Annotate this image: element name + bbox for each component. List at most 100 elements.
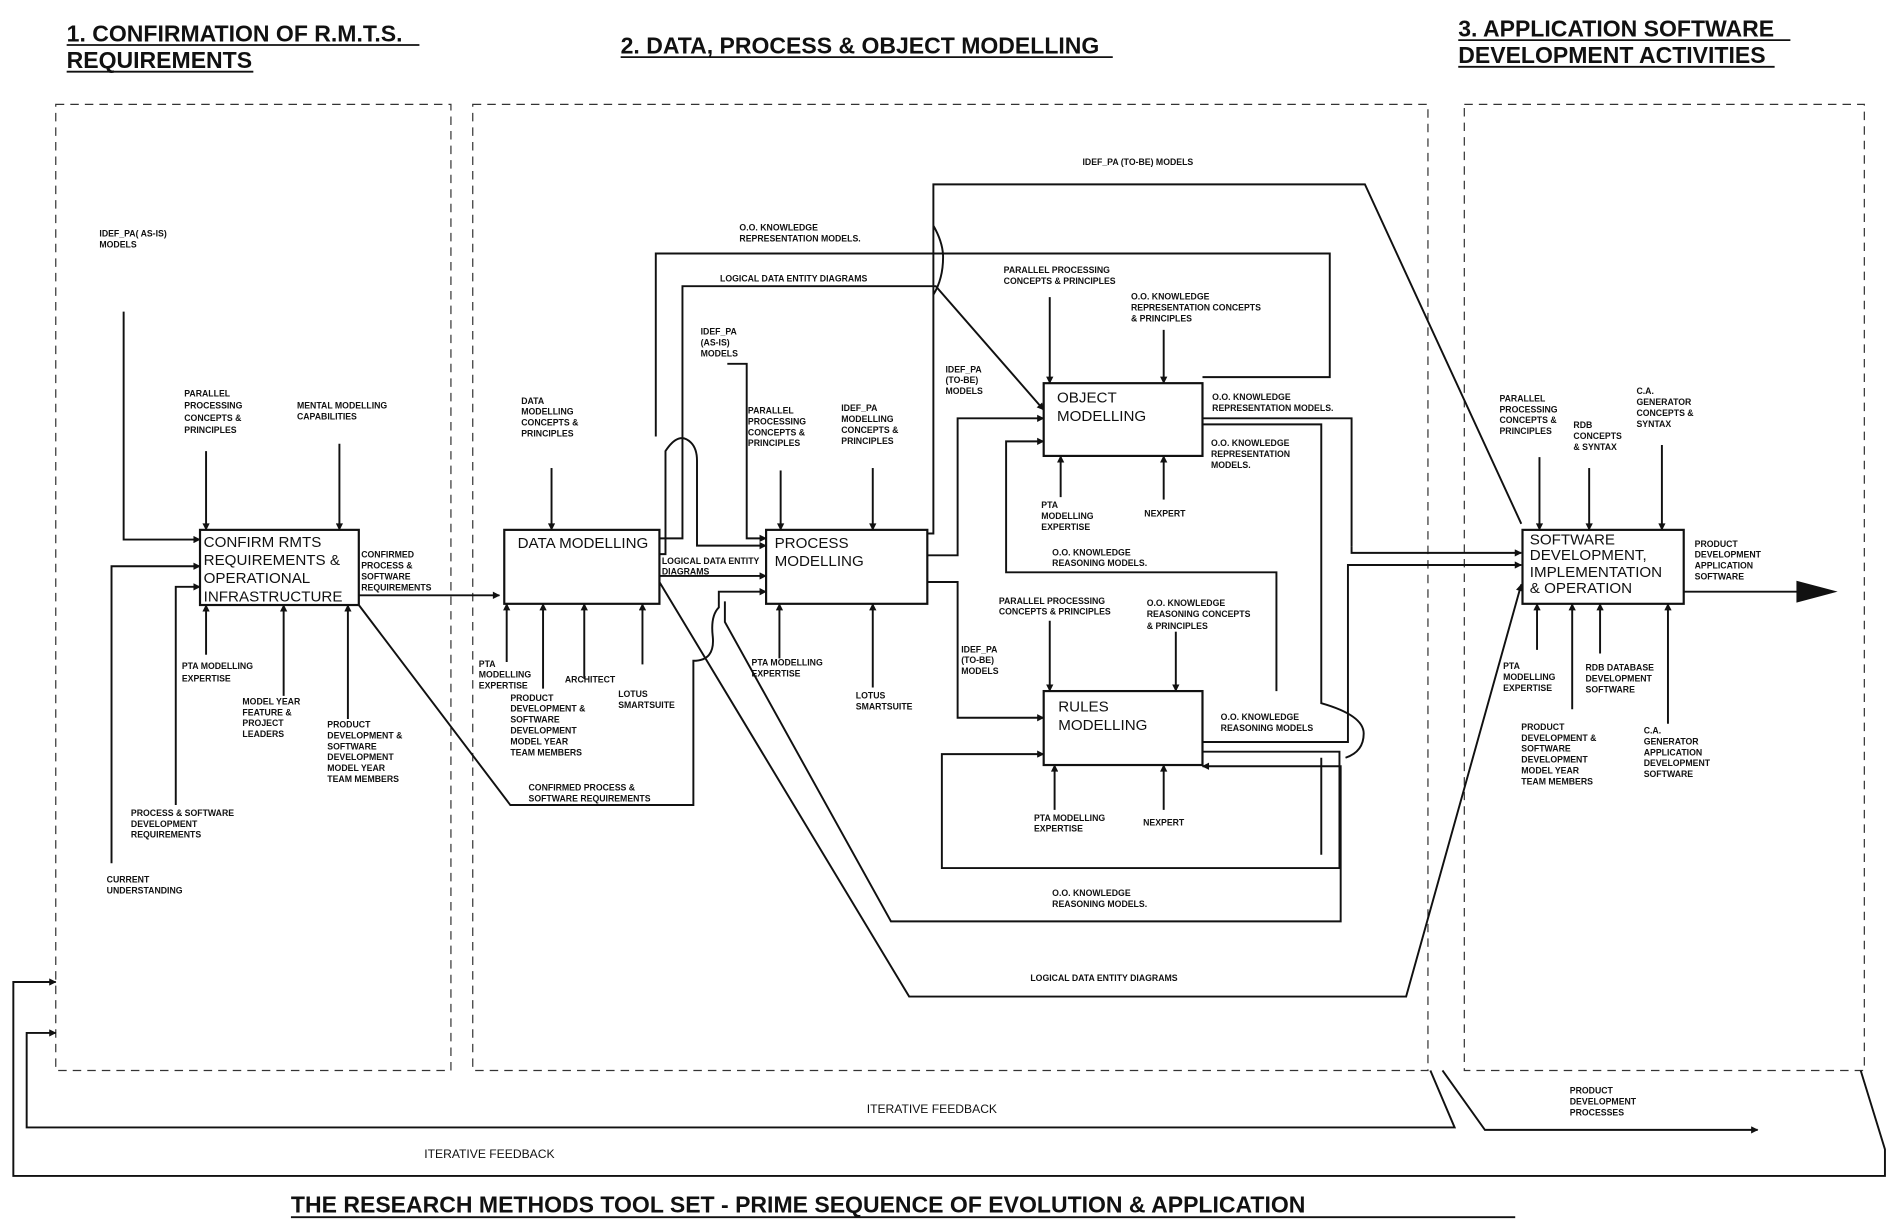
box-object-modelling-title: OBJECT MODELLING	[1057, 390, 1146, 425]
label-idef-asis-1: IDEF_PA( AS-IS)MODELS	[99, 229, 166, 250]
svg-text:SMARTSUITE: SMARTSUITE	[618, 700, 675, 710]
svg-text:CURRENT: CURRENT	[107, 875, 150, 885]
svg-text:GENERATOR: GENERATOR	[1636, 397, 1692, 407]
svg-text:LOTUS: LOTUS	[618, 689, 648, 699]
svg-text:FEATURE &: FEATURE &	[242, 707, 292, 717]
svg-text:CONCEPTS & PRINCIPLES: CONCEPTS & PRINCIPLES	[999, 607, 1111, 617]
svg-text:EXPERTISE: EXPERTISE	[1503, 683, 1552, 693]
svg-text:(TO-BE): (TO-BE)	[961, 655, 994, 665]
svg-text:THE RESEARCH METHODS TOOL SET: THE RESEARCH METHODS TOOL SET - PRIME SE…	[291, 1191, 1305, 1217]
svg-text:PROCESS: PROCESS	[775, 535, 849, 552]
svg-text:RDB DATABASE: RDB DATABASE	[1586, 662, 1655, 672]
section-1-heading: 1. CONFIRMATION OF R.M.T.S. REQUIREMENTS	[67, 20, 420, 73]
box-data-modelling-title: DATA MODELLING	[518, 535, 649, 552]
svg-text:REASONING MODELS.: REASONING MODELS.	[1052, 899, 1147, 909]
svg-text:SOFTWARE: SOFTWARE	[1644, 769, 1694, 779]
label-idef-tobe-top: IDEF_PA (TO-BE) MODELS	[1082, 157, 1193, 167]
arrow-oo-reason-loop	[723, 601, 1342, 923]
svg-text:OBJECT: OBJECT	[1057, 390, 1117, 407]
svg-text:REPRESENTATION MODELS.: REPRESENTATION MODELS.	[739, 233, 860, 243]
svg-text:C.A.: C.A.	[1636, 386, 1653, 396]
svg-text:GENERATOR: GENERATOR	[1644, 736, 1700, 746]
svg-text:NEXPERT: NEXPERT	[1143, 818, 1185, 828]
svg-text:DIAGRAMS: DIAGRAMS	[662, 567, 710, 577]
svg-text:DEVELOPMENT &: DEVELOPMENT &	[510, 704, 586, 714]
svg-text:SMARTSUITE: SMARTSUITE	[856, 701, 913, 711]
svg-text:MODELS: MODELS	[946, 386, 983, 396]
svg-text:EXPERTISE: EXPERTISE	[479, 681, 528, 691]
svg-text:UNDERSTANDING: UNDERSTANDING	[107, 886, 183, 896]
box-data-modelling[interactable]	[503, 528, 661, 605]
svg-text:MODELLING: MODELLING	[1058, 717, 1147, 734]
svg-text:PRODUCT: PRODUCT	[327, 719, 371, 729]
svg-text:DEVELOPMENT: DEVELOPMENT	[327, 752, 394, 762]
svg-text:IDEF_PA: IDEF_PA	[961, 644, 998, 654]
svg-text:DEVELOPMENT ACTIVITIES: DEVELOPMENT ACTIVITIES	[1458, 42, 1765, 68]
svg-text:MODELLING: MODELLING	[841, 414, 894, 424]
arrow-oo-rep-to-sw	[1350, 546, 1523, 557]
svg-text:SOFTWARE REQUIREMENTS: SOFTWARE REQUIREMENTS	[529, 793, 651, 803]
svg-text:OPERATIONAL: OPERATIONAL	[204, 570, 311, 587]
svg-text:PARALLEL: PARALLEL	[1499, 393, 1546, 403]
svg-text:MODELLING: MODELLING	[1041, 511, 1094, 521]
box-confirm-rmts[interactable]	[198, 528, 360, 607]
label-nexpert-1: NEXPERT	[1144, 509, 1186, 519]
svg-text:PRODUCT: PRODUCT	[1521, 722, 1565, 732]
svg-text:SOFTWARE: SOFTWARE	[1530, 531, 1615, 548]
box-rules-modelling[interactable]	[1042, 689, 1204, 767]
label-idef-tobe-1: IDEF_PA(TO-BE)MODELS	[946, 364, 983, 396]
svg-text:CAPABILITIES: CAPABILITIES	[297, 412, 357, 422]
box-confirm-rmts-title: CONFIRM RMTS REQUIREMENTS & OPERATIONAL …	[204, 534, 343, 606]
svg-text:CONCEPTS: CONCEPTS	[1573, 431, 1622, 441]
svg-text:DEVELOPMENT &: DEVELOPMENT &	[327, 730, 403, 740]
svg-text:& PRINCIPLES: & PRINCIPLES	[1131, 313, 1192, 323]
svg-text:MODEL YEAR: MODEL YEAR	[510, 736, 569, 746]
label-confirmed-loop: CONFIRMED PROCESS &SOFTWARE REQUIREMENTS	[529, 782, 651, 803]
svg-text:PTA: PTA	[1041, 500, 1058, 510]
svg-text:1. CONFIRMATION OF R.M.T.S.: 1. CONFIRMATION OF R.M.T.S.	[67, 20, 403, 46]
arrow-iterative-feedback-2	[12, 978, 1886, 1177]
svg-text:MODEL YEAR: MODEL YEAR	[327, 763, 386, 773]
box-process-modelling[interactable]	[765, 528, 929, 605]
svg-text:DEVELOPMENT: DEVELOPMENT	[1644, 758, 1711, 768]
svg-text:LOGICAL DATA ENTITY DIAGRAMS: LOGICAL DATA ENTITY DIAGRAMS	[720, 273, 867, 283]
svg-text:ARCHITECT: ARCHITECT	[565, 675, 616, 685]
svg-text:MODELS: MODELS	[99, 239, 136, 249]
arrow-lde-to-process	[659, 437, 767, 556]
svg-text:PTA MODELLING: PTA MODELLING	[182, 661, 253, 671]
svg-text:LOGICAL DATA ENTITY DIAGRAMS: LOGICAL DATA ENTITY DIAGRAMS	[1030, 973, 1177, 983]
svg-text:O.O. KNOWLEDGE: O.O. KNOWLEDGE	[1212, 392, 1291, 402]
svg-text:DEVELOPMENT: DEVELOPMENT	[1570, 1096, 1637, 1106]
output-arrowhead-icon	[1796, 580, 1838, 603]
svg-text:SOFTWARE: SOFTWARE	[327, 741, 377, 751]
svg-text:PRINCIPLES: PRINCIPLES	[521, 429, 574, 439]
svg-text:MODELLING: MODELLING	[1057, 408, 1146, 425]
label-ca-app-sw: C.A.GENERATORAPPLICATIONDEVELOPMENTSOFTW…	[1644, 726, 1711, 780]
box-object-modelling[interactable]	[1042, 382, 1204, 458]
svg-text:C.A.: C.A.	[1644, 726, 1661, 736]
svg-text:APPLICATION: APPLICATION	[1695, 561, 1753, 571]
svg-text:MODELS: MODELS	[961, 666, 998, 676]
box-rules-modelling-title: RULES MODELLING	[1058, 699, 1147, 734]
svg-text:MODEL YEAR: MODEL YEAR	[242, 696, 301, 706]
svg-text:NEXPERT: NEXPERT	[1144, 509, 1186, 519]
svg-text:CONCEPTS &: CONCEPTS &	[1499, 415, 1557, 425]
box-software-development[interactable]	[1521, 528, 1685, 605]
label-iter-fb-2: ITERATIVE FEEDBACK	[424, 1147, 554, 1161]
svg-text:MODELLING: MODELLING	[479, 670, 532, 680]
